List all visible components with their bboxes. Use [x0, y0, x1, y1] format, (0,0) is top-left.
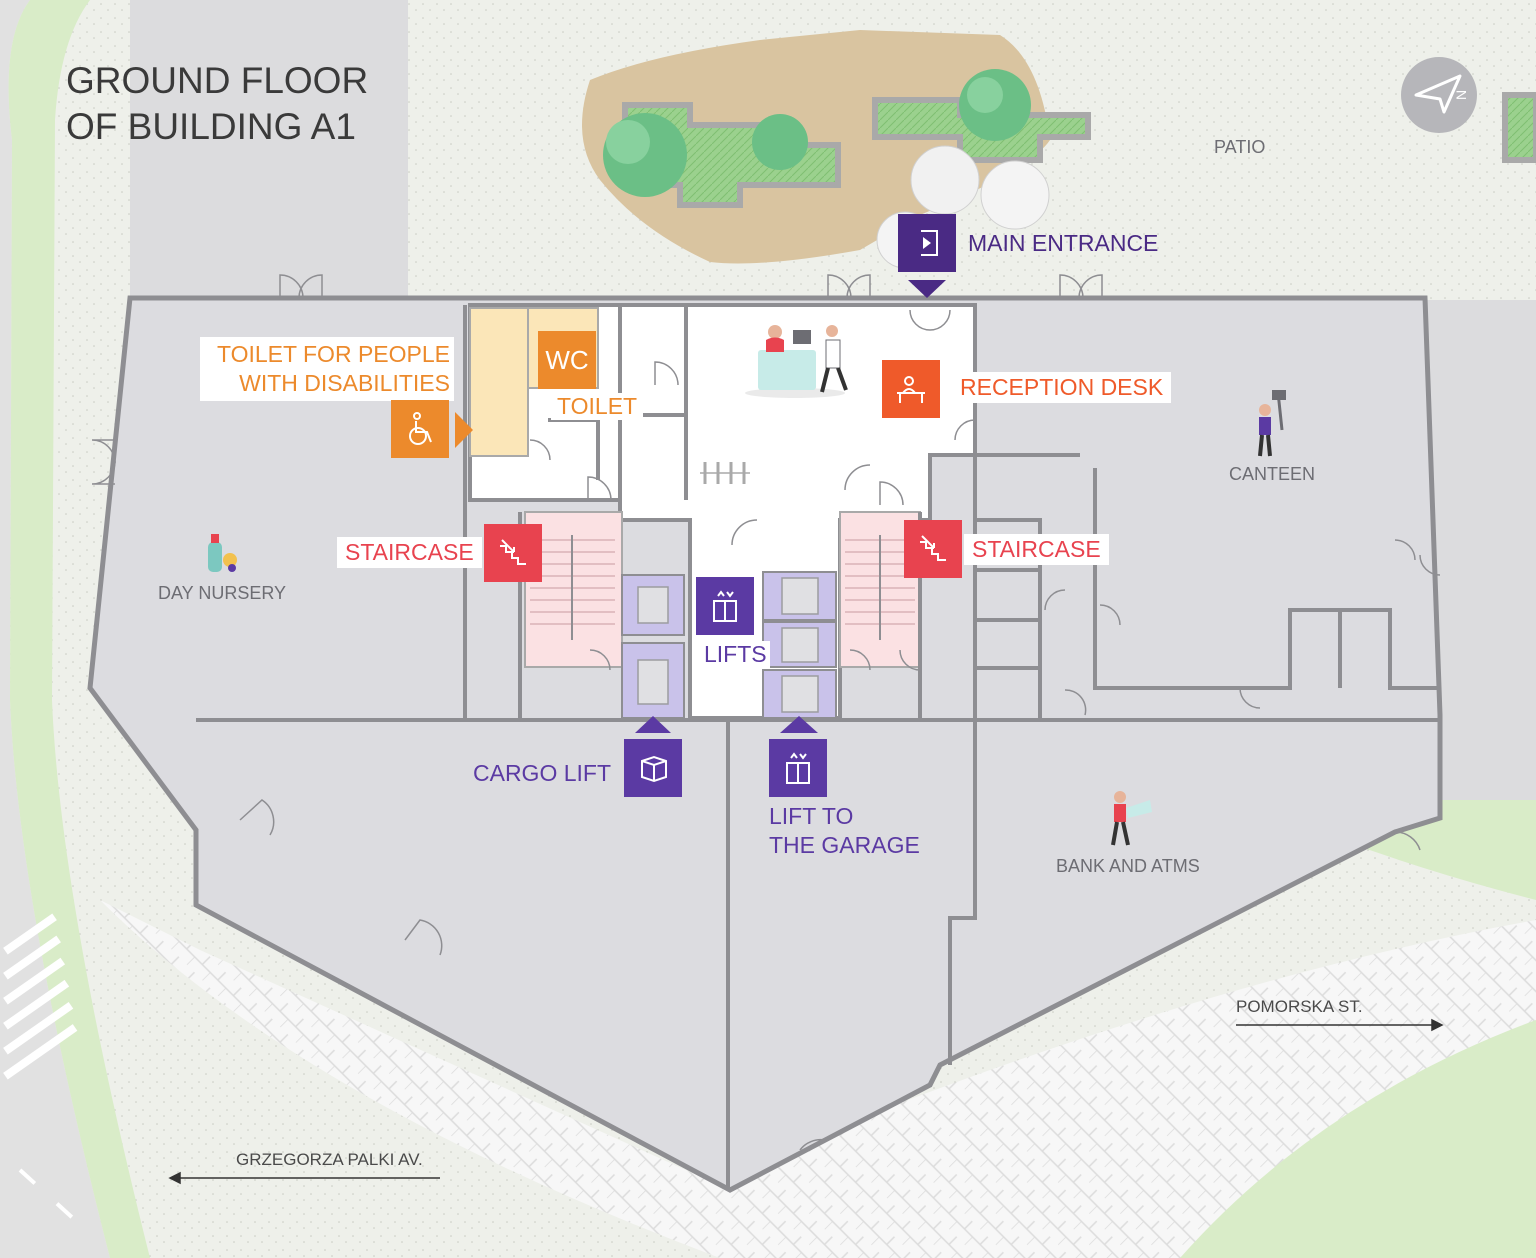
- toilet-disabled-line-2: WITH DISABILITIES: [239, 370, 450, 396]
- stairs-icon: [920, 535, 946, 561]
- street-arrows: [168, 1018, 1444, 1185]
- garage-lift-label: LIFT TO THE GARAGE: [769, 802, 920, 860]
- bank-label: BANK AND ATMS: [1056, 856, 1200, 876]
- lift-icon: [713, 590, 737, 622]
- reception-marker[interactable]: [882, 360, 940, 418]
- staircase-left-label: STAIRCASE: [337, 537, 482, 568]
- reception-desk-icon: [897, 376, 925, 403]
- grass-bottom-right: [1180, 1020, 1536, 1258]
- title-line-2: OF BUILDING A1: [66, 106, 356, 147]
- lifts-marker[interactable]: [696, 577, 754, 635]
- staircase-right-marker[interactable]: [904, 520, 962, 578]
- page-title: GROUND FLOOR OF BUILDING A1: [66, 58, 426, 150]
- toilet-disabled-label: TOILET FOR PEOPLE WITH DISABILITIES: [200, 337, 454, 401]
- cargo-lift-label: CARGO LIFT: [473, 760, 612, 786]
- road-left: [0, 0, 110, 1258]
- building-shell: [87, 295, 1443, 1193]
- pointer-triangles: [455, 280, 946, 733]
- svg-text:N: N: [1453, 90, 1469, 100]
- paved-plaza: [100, 900, 1536, 1258]
- toilet-label: TOILET: [551, 393, 644, 420]
- patio-label: PATIO: [1214, 137, 1266, 157]
- title-line-1: GROUND FLOOR: [66, 60, 369, 101]
- road-marking: [18, 1168, 77, 1222]
- doors: [91, 274, 1441, 1151]
- wc-label: WC: [545, 344, 589, 375]
- crosswalk: [3, 913, 78, 1080]
- grass-strip-left: [8, 0, 151, 1258]
- wheelchair-marker[interactable]: [391, 400, 449, 458]
- reception-illustration: [745, 325, 848, 398]
- wheelchair-icon: [409, 412, 432, 445]
- staircase-right-label: STAIRCASE: [964, 534, 1109, 565]
- canteen-person-illustration: [1258, 390, 1286, 457]
- palki-avenue-label: GRZEGORZA PALKI AV.: [236, 1150, 423, 1169]
- garage-lift-marker[interactable]: [769, 739, 827, 797]
- lifts-label: LIFTS: [701, 641, 770, 668]
- lift-icon: [786, 752, 810, 784]
- reception-label: RECEPTION DESK: [952, 372, 1172, 403]
- staircase-left-marker[interactable]: [484, 524, 542, 582]
- wc-marker[interactable]: WC: [538, 331, 596, 389]
- stair-steps: [530, 535, 915, 640]
- cargo-lift-marker[interactable]: [624, 739, 682, 797]
- toilet-disabled-line-1: TOILET FOR PEOPLE: [216, 341, 450, 367]
- bank-person-illustration: [1111, 791, 1152, 846]
- trees: [603, 69, 1050, 269]
- bench-rail: [700, 462, 750, 484]
- compass-north-icon: N: [1401, 57, 1477, 133]
- door-enter-icon: [921, 230, 938, 256]
- day-nursery-label: DAY NURSERY: [158, 583, 287, 603]
- main-entrance-label: MAIN ENTRANCE: [968, 230, 1159, 256]
- box-icon: [641, 755, 667, 783]
- building-shadow: [130, 0, 408, 300]
- baby-bottle-illustration: [208, 534, 237, 572]
- lift-cabins: [637, 577, 819, 713]
- stairs-icon: [500, 539, 526, 565]
- canteen-label: CANTEEN: [1229, 464, 1316, 484]
- garage-lift-line-1: LIFT TO: [769, 803, 854, 829]
- entrance-marker[interactable]: [898, 214, 956, 272]
- building-shadow-right: [1425, 300, 1536, 800]
- garage-lift-line-2: THE GARAGE: [769, 832, 920, 858]
- pomorska-street-label: POMORSKA ST.: [1236, 997, 1363, 1016]
- toilet-area-disabled: [469, 307, 529, 457]
